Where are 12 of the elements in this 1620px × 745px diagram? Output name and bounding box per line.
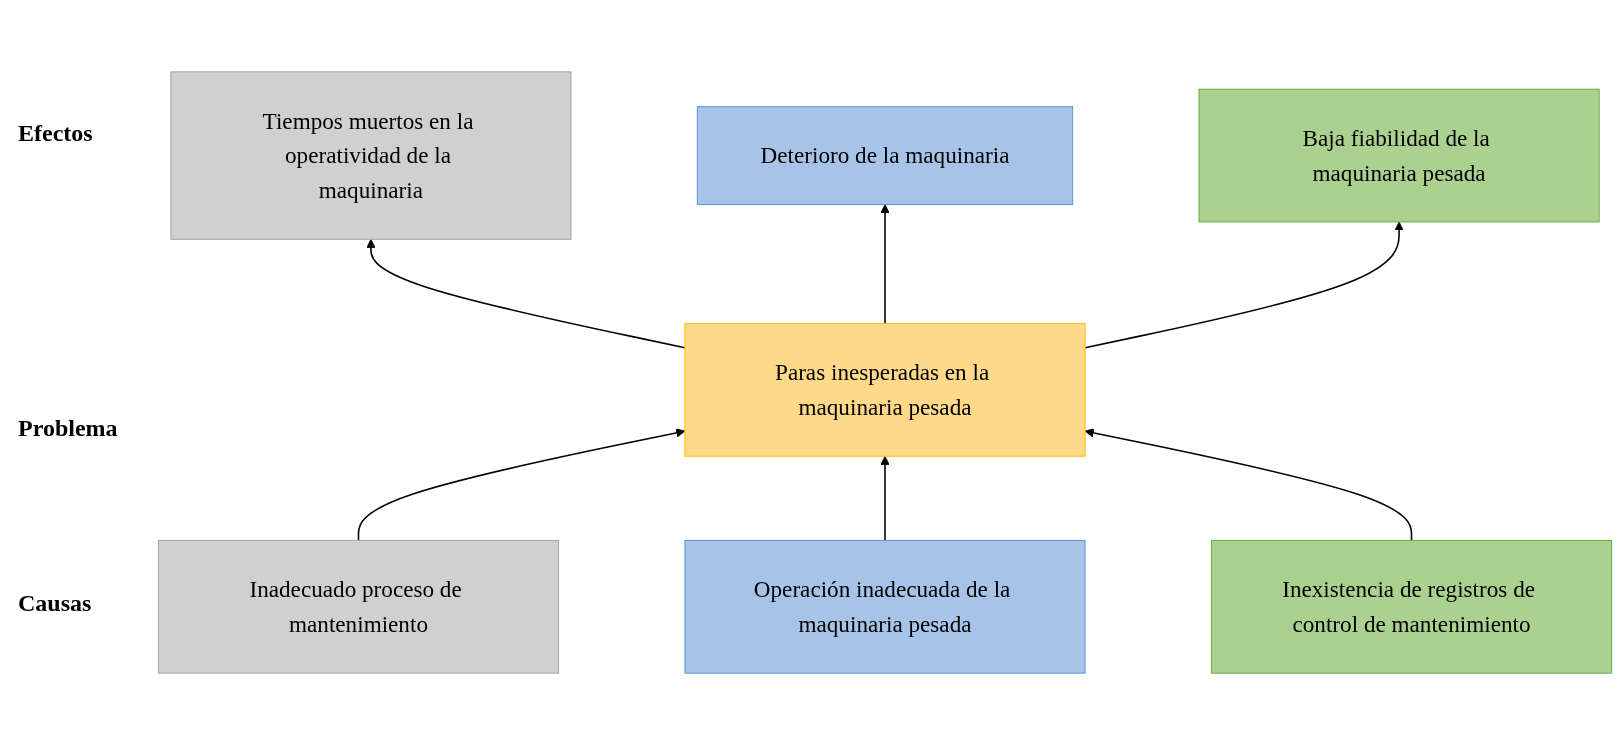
node-box: Inadecuado proceso de mantenimiento [157, 539, 560, 674]
node-box: Paras inesperadas en la maquinaria pesada [684, 323, 1086, 457]
node-box: Operación inadecuada de la maquinaria pesada [684, 539, 1086, 674]
row-label: Problema [18, 415, 118, 442]
row-label: Causas [18, 590, 92, 617]
row-label: Efectos [18, 120, 93, 147]
node-box: Baja fiabilidad de la maquinaria pesada [1198, 88, 1600, 223]
node-box: Deterioro de la maquinaria [696, 106, 1074, 206]
arrow [880, 204, 890, 325]
arrow [880, 455, 890, 542]
node-box: Tiempos muertos en la operatividad de la maquinaria [170, 71, 572, 240]
node-box: Inexistencia de registros de control de mantenimiento [1210, 539, 1613, 674]
